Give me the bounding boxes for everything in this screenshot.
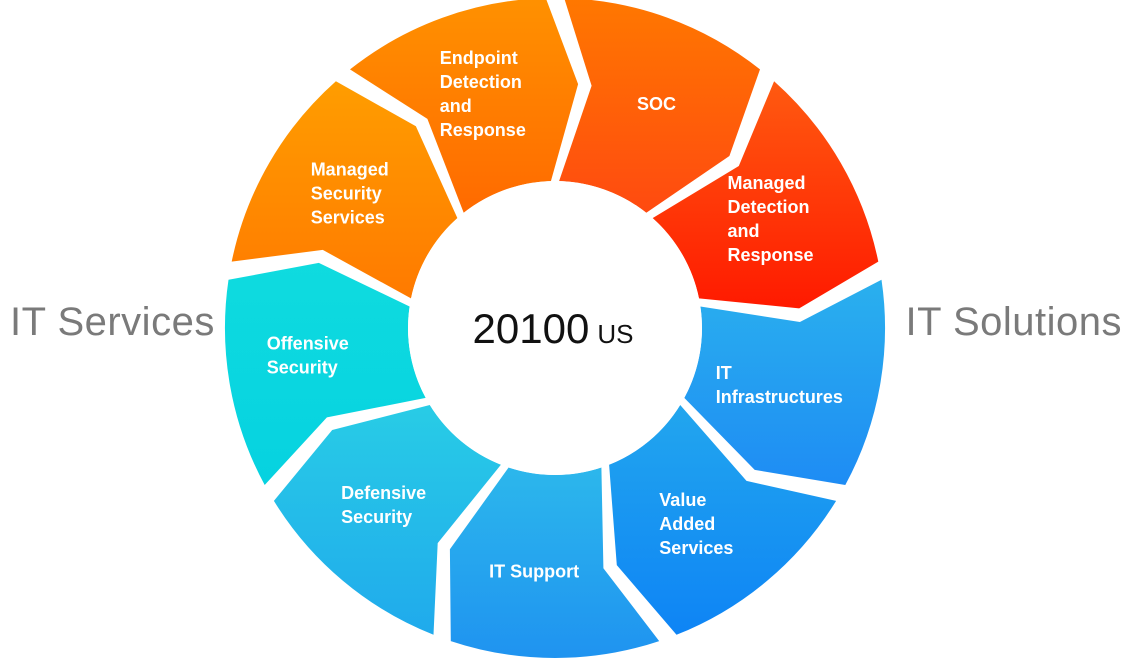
it-solutions-label: IT Solutions [905, 300, 1122, 344]
wheel-segment [559, 0, 760, 213]
it-services-label: IT Services [10, 300, 215, 344]
segment-label-line: SOC [637, 94, 676, 114]
segment-label-line: Managed [728, 173, 806, 193]
segment-label-line: Offensive [267, 334, 349, 354]
segment-label-line: IT Support [489, 562, 579, 582]
segment-label: IT Support [489, 562, 579, 582]
wheel-segment [224, 262, 426, 485]
wheel-segment [652, 81, 879, 309]
segment-label-line: Managed [311, 159, 389, 179]
segment-label-line: Added [659, 514, 715, 534]
wheel-segment [609, 405, 837, 635]
segment-label-line: Infrastructures [716, 387, 843, 407]
segment-label-line: Services [311, 207, 385, 227]
segment-label-line: Security [341, 507, 412, 527]
segment-label-line: Defensive [341, 483, 426, 503]
wheel-segment [684, 279, 886, 485]
segment-label: IT Infrastructures [716, 363, 843, 407]
wheel-segment [231, 81, 458, 299]
segment-label-line: Response [728, 245, 814, 265]
center-hub [408, 181, 702, 475]
segment-label-line: IT [716, 363, 732, 383]
segment-label-line: Security [311, 183, 382, 203]
wheel-segment [350, 0, 579, 213]
segment-label-line: Response [440, 120, 526, 140]
segment-label-line: Value [659, 490, 706, 510]
segment-label-line: Endpoint [440, 48, 518, 68]
segment-label-line: and [728, 221, 760, 241]
segment-label: SOC [637, 94, 676, 114]
wheel-segment [449, 467, 660, 658]
wheel-segment [273, 405, 501, 635]
segment-label-line: Security [267, 358, 338, 378]
segment-label-line: Detection [440, 72, 522, 92]
segment-label-line: Services [659, 538, 733, 558]
center-unit: US [597, 319, 633, 349]
center-value: 20100 [473, 305, 590, 352]
segment-label-line: and [440, 96, 472, 116]
segment-label-line: Detection [728, 197, 810, 217]
